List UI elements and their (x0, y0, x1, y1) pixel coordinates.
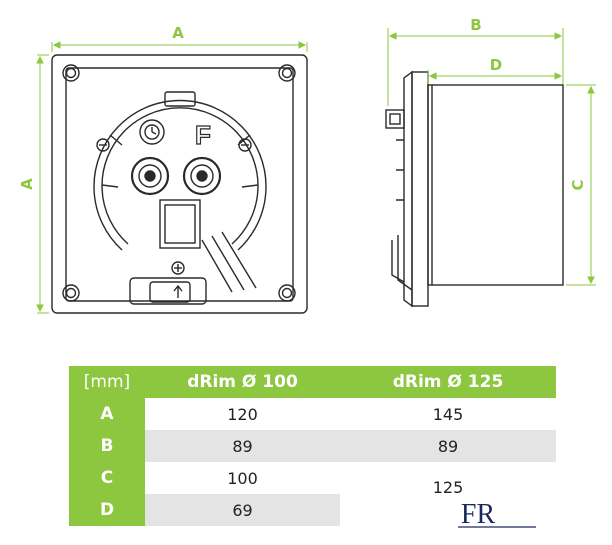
brand-logo: FR (458, 499, 536, 530)
table-row: D 69 (69, 494, 556, 526)
corner-screw-icon (278, 64, 296, 82)
timer-icon (139, 119, 165, 145)
cell-drim-125 (340, 494, 556, 526)
arrow-up-icon (173, 284, 183, 298)
header-drim-125: dRim Ø 125 (340, 366, 556, 398)
dimension-label-d: D (490, 56, 502, 74)
cable-channel (159, 199, 201, 249)
row-key: C (69, 462, 145, 494)
dimension-b (387, 28, 564, 106)
dimension-a-vertical (36, 54, 49, 314)
dimension-label-b: B (470, 16, 481, 34)
row-key: B (69, 430, 145, 462)
cell-drim-100: 89 (145, 430, 340, 462)
cell-drim-125: 145 (432, 404, 464, 424)
top-boss (164, 91, 196, 107)
cell-drim-100: 100 (227, 468, 258, 488)
corner-screw-icon (278, 284, 296, 302)
bottom-slider (129, 277, 207, 305)
cell-drim-125: 125 (340, 462, 556, 495)
terminal-left-icon (130, 156, 170, 196)
dimension-table: [mm] dRim Ø 100 dRim Ø 125 A 120 145 B 8… (69, 366, 556, 526)
side-clip (385, 109, 405, 129)
bottom-screw-icon (171, 261, 185, 275)
technical-drawing: F A A B (18, 16, 596, 314)
table-row: A 120 145 (69, 398, 556, 430)
row-key: A (69, 398, 145, 430)
front-letter-f: F (195, 120, 211, 150)
header-drim-100: dRim Ø 100 (145, 366, 340, 398)
dimension-c (566, 84, 596, 286)
cell-drim-100: 69 (145, 494, 340, 526)
table-header-row: [mm] dRim Ø 100 dRim Ø 125 (69, 366, 556, 398)
front-view (51, 54, 308, 314)
header-unit: [mm] (69, 366, 145, 398)
dimension-label-c: C (569, 179, 587, 190)
table-row: B 89 89 (69, 430, 556, 462)
side-body (427, 84, 564, 286)
side-plate (403, 70, 413, 308)
front-plate-outer (51, 54, 308, 314)
terminal-right-icon (182, 156, 222, 196)
cable-guide (201, 231, 257, 293)
dimension-a-horizontal (51, 41, 308, 52)
cell-drim-125: 89 (340, 430, 556, 462)
cell-drim-100: 120 (227, 404, 258, 424)
logo-text: FR (461, 499, 496, 530)
corner-screw-icon (62, 64, 80, 82)
side-view (385, 70, 564, 308)
row-key: D (69, 494, 145, 526)
housing-screw-icon (96, 138, 110, 152)
corner-screw-icon (62, 284, 80, 302)
dimension-label-a: A (172, 24, 184, 42)
housing-screw-icon (238, 138, 252, 152)
motor-housing (93, 99, 267, 251)
cell-drim-125-text: 125 (432, 477, 464, 495)
dimension-label-a-side: A (18, 178, 36, 190)
table-row: C 100 125 (69, 462, 556, 494)
front-plate-inner (65, 67, 294, 302)
dimension-d (427, 70, 564, 84)
